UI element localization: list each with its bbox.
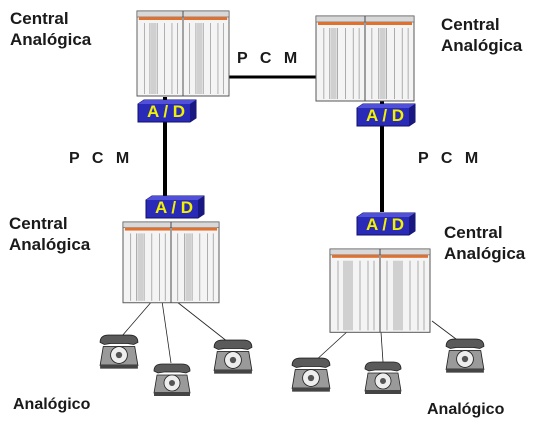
phone-line-left-3 bbox=[171, 297, 229, 343]
pcm-label-right: P C M bbox=[418, 150, 483, 167]
ad-converter-icon: A / D bbox=[356, 103, 416, 127]
phone-line-left-2 bbox=[161, 300, 172, 364]
central-label-top-right: Central Analógica bbox=[441, 15, 523, 56]
switch-rack-icon bbox=[136, 10, 230, 97]
rotary-phone-icon bbox=[445, 338, 485, 374]
phone-line-right-3 bbox=[431, 320, 461, 343]
ad-converter-label: A / D bbox=[147, 102, 185, 121]
phone-line-right-1 bbox=[313, 329, 350, 363]
switch-rack-icon bbox=[122, 221, 220, 304]
switch-rack-icon bbox=[329, 248, 431, 333]
pcm-label-top: P C M bbox=[237, 50, 302, 67]
rotary-phone-icon bbox=[364, 361, 402, 395]
switch-rack-icon bbox=[315, 15, 415, 102]
central-label-bottom-left: Central Analógica bbox=[9, 214, 91, 255]
analog-label-right: Analógico bbox=[427, 401, 505, 418]
ad-converter-label: A / D bbox=[155, 198, 193, 217]
ad-converter-icon: A / D bbox=[137, 99, 197, 123]
rotary-phone-icon bbox=[213, 339, 253, 375]
ad-converter-icon: A / D bbox=[356, 212, 416, 236]
analog-label-left: Analógico bbox=[13, 396, 91, 413]
pcm-label-left: P C M bbox=[69, 150, 134, 167]
central-label-top-left: Central Analógica bbox=[10, 9, 92, 50]
ad-converter-label: A / D bbox=[366, 106, 404, 125]
rotary-phone-icon bbox=[153, 363, 191, 397]
central-label-bottom-right: Central Analógica bbox=[444, 223, 526, 264]
ad-converter-icon: A / D bbox=[145, 195, 205, 219]
phone-line-right-2 bbox=[380, 331, 384, 363]
ad-converter-label: A / D bbox=[366, 215, 404, 234]
rotary-phone-icon bbox=[291, 357, 331, 393]
rotary-phone-icon bbox=[99, 334, 139, 370]
phone-line-left-1 bbox=[121, 299, 154, 337]
